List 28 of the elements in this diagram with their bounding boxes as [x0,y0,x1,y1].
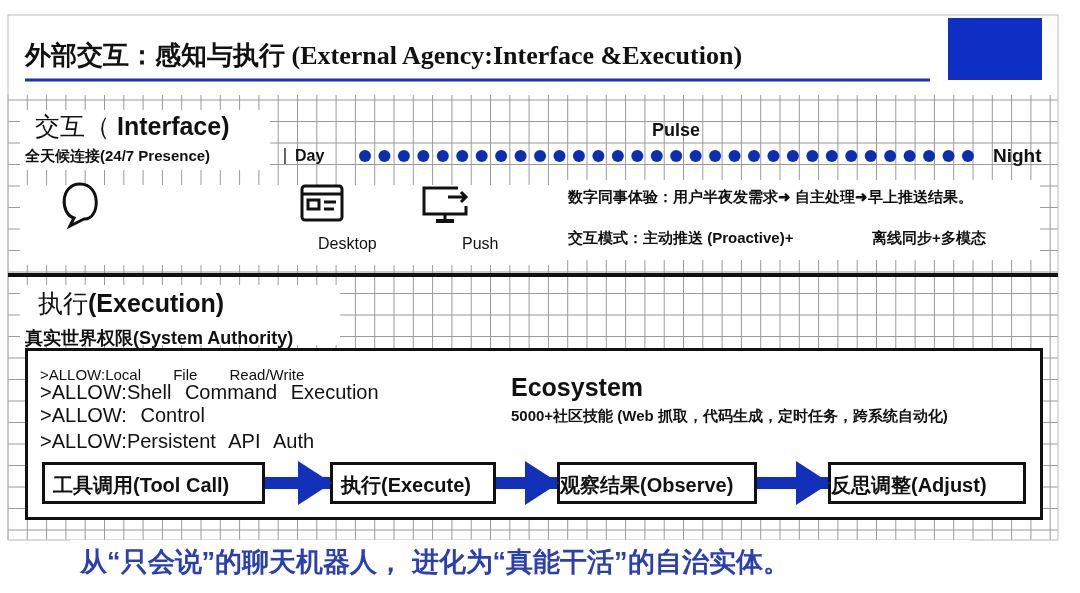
section-heading: 执行(Execution) [38,288,225,319]
command-line: >ALLOW:Shell Command Execution [40,381,379,404]
icon-caption: Desktop [318,235,377,253]
arrow [496,461,559,505]
process-box: 执行(Execute) [330,462,496,504]
arrow [265,461,332,505]
timeline-label: Pulse [652,120,701,141]
timeline-label: Night [993,145,1042,167]
process-box: 观察结果(Observe) [557,462,757,504]
command-line: >ALLOW:Local File Read/Write [40,366,305,383]
subheading: 真实世界权限(System Authority) [25,327,294,350]
process-box: 反思调整(Adjust) [828,462,1026,504]
command-line: >ALLOW: Control [40,404,205,427]
subheading: 全天候连接(24/7 Presence) [25,147,211,166]
title: 外部交互：感知与执行 (External Agency:Interface &Execution) [25,40,743,72]
ecosystem-heading: Ecosystem [511,373,644,402]
command-line: >ALLOW:Persistent API Auth [40,430,315,453]
note-text: 离线同步+多模态 [872,229,986,248]
ecosystem-description: 5000+社区技能 (Web 抓取，代码生成，定时任务，跨系统自动化) [511,407,948,426]
process-box: 工具调用(Tool Call) [42,462,265,504]
note-text: 交互模式：主动推送 (Proactive)+ [568,229,794,248]
note-text: 数字同事体验：用户半夜发需求➜ 自主处理➜早上推送结果。 [568,188,974,207]
icon-caption: Push [462,235,499,253]
system-box [25,348,1043,520]
section-heading: 交互（ Interface) [35,111,230,142]
arrow [757,461,830,505]
timeline-label: Day [295,147,325,165]
caption: 从“只会说”的聊天机器人， 进化为“真能干活”的自治实体。 [80,546,790,579]
